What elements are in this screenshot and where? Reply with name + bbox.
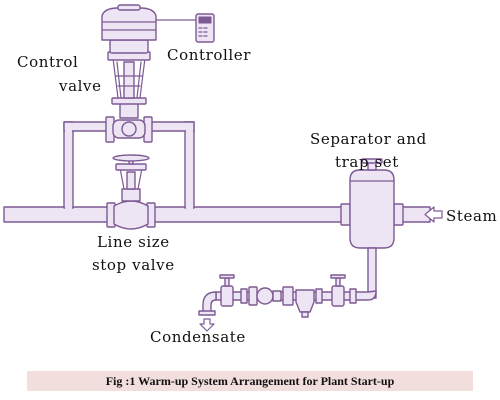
steam-label: Steam: [446, 207, 497, 225]
stop-valve: [106, 154, 156, 230]
steam-inlet-arrow: [424, 206, 443, 223]
control-valve-label-line2: valve: [58, 77, 102, 95]
condensate-label: Condensate: [150, 328, 246, 346]
figure-caption: Fig :1 Warm-up System Arrangement for Pl…: [105, 373, 395, 388]
stop-valve-label-line1: Line size: [97, 233, 170, 251]
figure-caption-bar: Fig :1 Warm-up System Arrangement for Pl…: [27, 371, 473, 391]
control-valve: [101, 4, 157, 143]
controller-label: Controller: [167, 46, 251, 64]
separator-label-line1: Separator and: [310, 130, 427, 148]
separator-label-line2: trap set: [335, 153, 399, 171]
separator: [340, 158, 404, 249]
trap-set-fittings: [219, 274, 357, 318]
controller-device: [155, 13, 215, 43]
stop-valve-label-line2: stop valve: [92, 256, 175, 274]
control-valve-label-line1: Control: [17, 53, 78, 71]
